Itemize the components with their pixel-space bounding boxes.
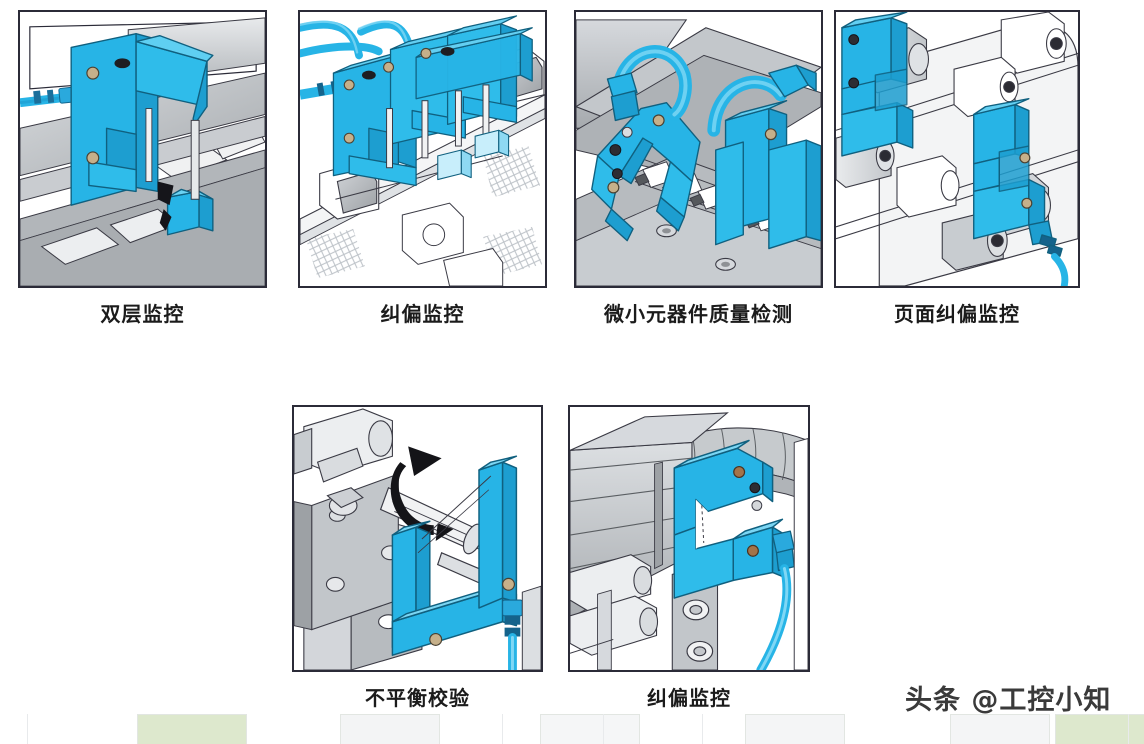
- panel-6-caption: 纠偏监控: [647, 686, 731, 710]
- bottom-rule-4: [702, 714, 703, 744]
- bottom-strip-3: [540, 714, 640, 744]
- panel-2-artwork: [300, 12, 545, 286]
- panel-3-artwork: [576, 12, 821, 286]
- illustration-panel-4: [834, 10, 1080, 288]
- panel-5-caption: 不平衡校验: [365, 686, 470, 710]
- bottom-rule-3: [603, 714, 604, 744]
- panel-2-caption: 纠偏监控: [380, 302, 465, 326]
- panel-1-caption: 双层监控: [100, 302, 185, 326]
- bottom-strip-5: [950, 714, 1050, 744]
- bottom-rule-2: [502, 714, 503, 744]
- panel-4-caption: 页面纠偏监控: [894, 302, 1020, 326]
- bottom-rule-1: [27, 714, 28, 744]
- panel-6-artwork: [570, 407, 808, 670]
- bottom-strip-4: [745, 714, 845, 744]
- illustration-panel-5: [292, 405, 543, 672]
- panel-4-artwork: [836, 12, 1078, 286]
- illustration-panel-6: [568, 405, 810, 672]
- bottom-strip-1: [137, 714, 247, 744]
- illustration-panel-3: [574, 10, 823, 288]
- panel-5-artwork: [294, 407, 541, 670]
- illustration-panel-2: [298, 10, 547, 288]
- illustration-panel-1: [18, 10, 267, 288]
- panel-3-caption: 微小元器件质量检测: [604, 302, 793, 326]
- bottom-strip-2: [340, 714, 440, 744]
- panel-1-artwork: [20, 12, 265, 286]
- watermark-text: 头条 @工控小知: [905, 685, 1112, 716]
- bottom-rule-5: [1128, 714, 1129, 744]
- bottom-strip-6: [1055, 714, 1144, 744]
